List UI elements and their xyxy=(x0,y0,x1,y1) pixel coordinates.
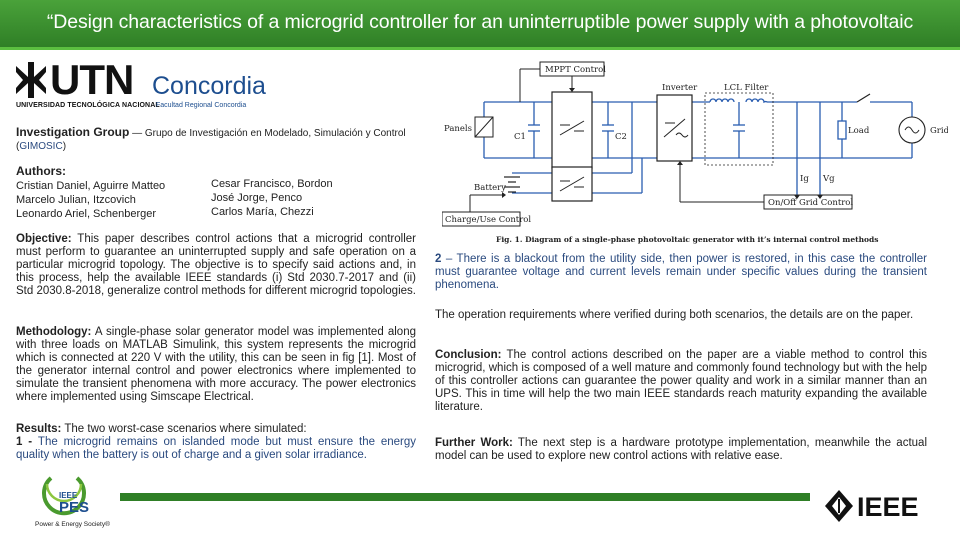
utn-university: UNIVERSIDAD TECNOLÓGICA NACIONAL xyxy=(16,102,160,109)
investigation-close: ) xyxy=(62,141,67,152)
operation-text: The operation requirements where verifie… xyxy=(435,309,914,321)
results-label: Results: xyxy=(16,423,62,435)
results-section: Results: The two worst-case scenarios wh… xyxy=(16,423,416,462)
utn-emblem-icon xyxy=(16,62,46,98)
utn-faculty: Facultad Regional Concordia xyxy=(156,102,247,109)
investigation-dash: — xyxy=(129,128,145,139)
authors-title: Authors: xyxy=(16,164,66,178)
further-work-label: Further Work: xyxy=(435,437,513,449)
methodology-text: A single-phase solar generator model was… xyxy=(16,326,416,403)
ieee-pes-logo: IEEE PES Power & Energy Society® xyxy=(33,472,118,532)
circuit-diagram-svg: MPPT Control Inverter LCL Filter Panels … xyxy=(441,61,950,244)
utn-logo: UTN Concordia UNIVERSIDAD TECNOLÓGICA NA… xyxy=(16,56,276,116)
scenario-1-text: The microgrid remains on islanded mode b… xyxy=(16,436,416,461)
label-onoff: On/Off Grid Control xyxy=(768,198,853,208)
scenario-2-number: 2 xyxy=(435,253,442,265)
methodology-label: Methodology: xyxy=(16,326,92,338)
pes-ieee-text: IEEE xyxy=(59,491,78,500)
scenario-2-section: 2 – There is a blackout from the utility… xyxy=(435,253,927,292)
investigation-label: Investigation Group xyxy=(16,125,130,139)
header-underline xyxy=(0,47,960,50)
investigation-acronym: GIMOSIC xyxy=(19,141,63,152)
utn-wordmark: UTN xyxy=(50,56,134,103)
label-inverter: Inverter xyxy=(662,83,698,93)
author-name: José Jorge, Penco xyxy=(211,192,303,204)
pes-text: PES xyxy=(59,499,89,516)
author-name: Carlos María, Chezzi xyxy=(211,206,314,218)
label-charge: Charge/Use Control xyxy=(445,215,531,225)
objective-text: This paper describes control actions tha… xyxy=(16,233,416,297)
further-work-section: Further Work: The next step is a hardwar… xyxy=(435,437,927,463)
objective-section: Objective: This paper describes control … xyxy=(16,233,416,298)
label-panels: Panels xyxy=(444,124,472,134)
objective-label: Objective: xyxy=(16,233,72,245)
ieee-diamond-icon: IEEE xyxy=(825,490,919,522)
authors-column-1: Cristian Daniel, Aguirre Matteo Marcelo … xyxy=(16,179,165,221)
investigation-group: Investigation Group — Grupo de Investiga… xyxy=(16,126,416,153)
label-vg: Vg xyxy=(822,174,835,184)
label-lcl: LCL Filter xyxy=(724,83,769,93)
footer-bar xyxy=(120,493,810,501)
further-work-text: The next step is a hardware prototype im… xyxy=(435,437,927,462)
page-title: “Design characteristics of a microgrid c… xyxy=(46,11,914,77)
author-name: Cesar Francisco, Bordon xyxy=(211,178,333,190)
utn-city: Concordia xyxy=(152,72,266,100)
figure-caption: Fig. 1. Diagram of a single-phase photov… xyxy=(496,235,879,244)
inverter-block xyxy=(656,94,693,162)
conclusion-label: Conclusion: xyxy=(435,349,502,361)
ieee-logo: IEEE xyxy=(823,488,938,524)
methodology-section: Methodology: A single-phase solar genera… xyxy=(16,326,416,404)
label-battery: Battery xyxy=(474,183,506,193)
results-text: The two worst-case scenarios where simul… xyxy=(61,423,307,435)
author-name: Leonardo Ariel, Schenberger xyxy=(16,208,157,220)
label-load: Load xyxy=(848,126,870,136)
scenario-1-number: 1 - xyxy=(16,436,38,448)
label-ig: Ig xyxy=(800,174,809,184)
label-grid: Grid xyxy=(930,126,948,136)
pes-emblem-icon: IEEE PES Power & Energy Society® xyxy=(35,476,110,528)
operation-section: The operation requirements where verifie… xyxy=(435,309,927,322)
label-c1: C1 xyxy=(514,132,526,142)
conclusion-text: The control actions described on the pap… xyxy=(435,349,927,413)
label-c2: C2 xyxy=(615,132,627,142)
charge-control-box xyxy=(441,211,521,227)
author-name: Marcelo Julian, Itzcovich xyxy=(16,194,136,206)
dcdc-converter-pv xyxy=(551,91,593,169)
author-name: Cristian Daniel, Aguirre Matteo xyxy=(16,180,166,192)
scenario-2-text: – There is a blackout from the utility s… xyxy=(435,253,927,291)
investigation-text: Grupo de Investigación en Modelado, Simu… xyxy=(16,128,406,152)
page-header: “Design characteristics of a microgrid c… xyxy=(0,0,960,77)
ieee-wordmark: IEEE xyxy=(857,492,919,522)
label-mppt: MPPT Control xyxy=(545,65,606,75)
circuit-diagram: MPPT Control Inverter LCL Filter Panels … xyxy=(441,55,950,247)
pes-society-text: Power & Energy Society® xyxy=(35,520,110,528)
authors-column-2: Cesar Francisco, Bordon José Jorge, Penc… xyxy=(211,177,333,219)
conclusion-section: Conclusion: The control actions describe… xyxy=(435,349,927,414)
